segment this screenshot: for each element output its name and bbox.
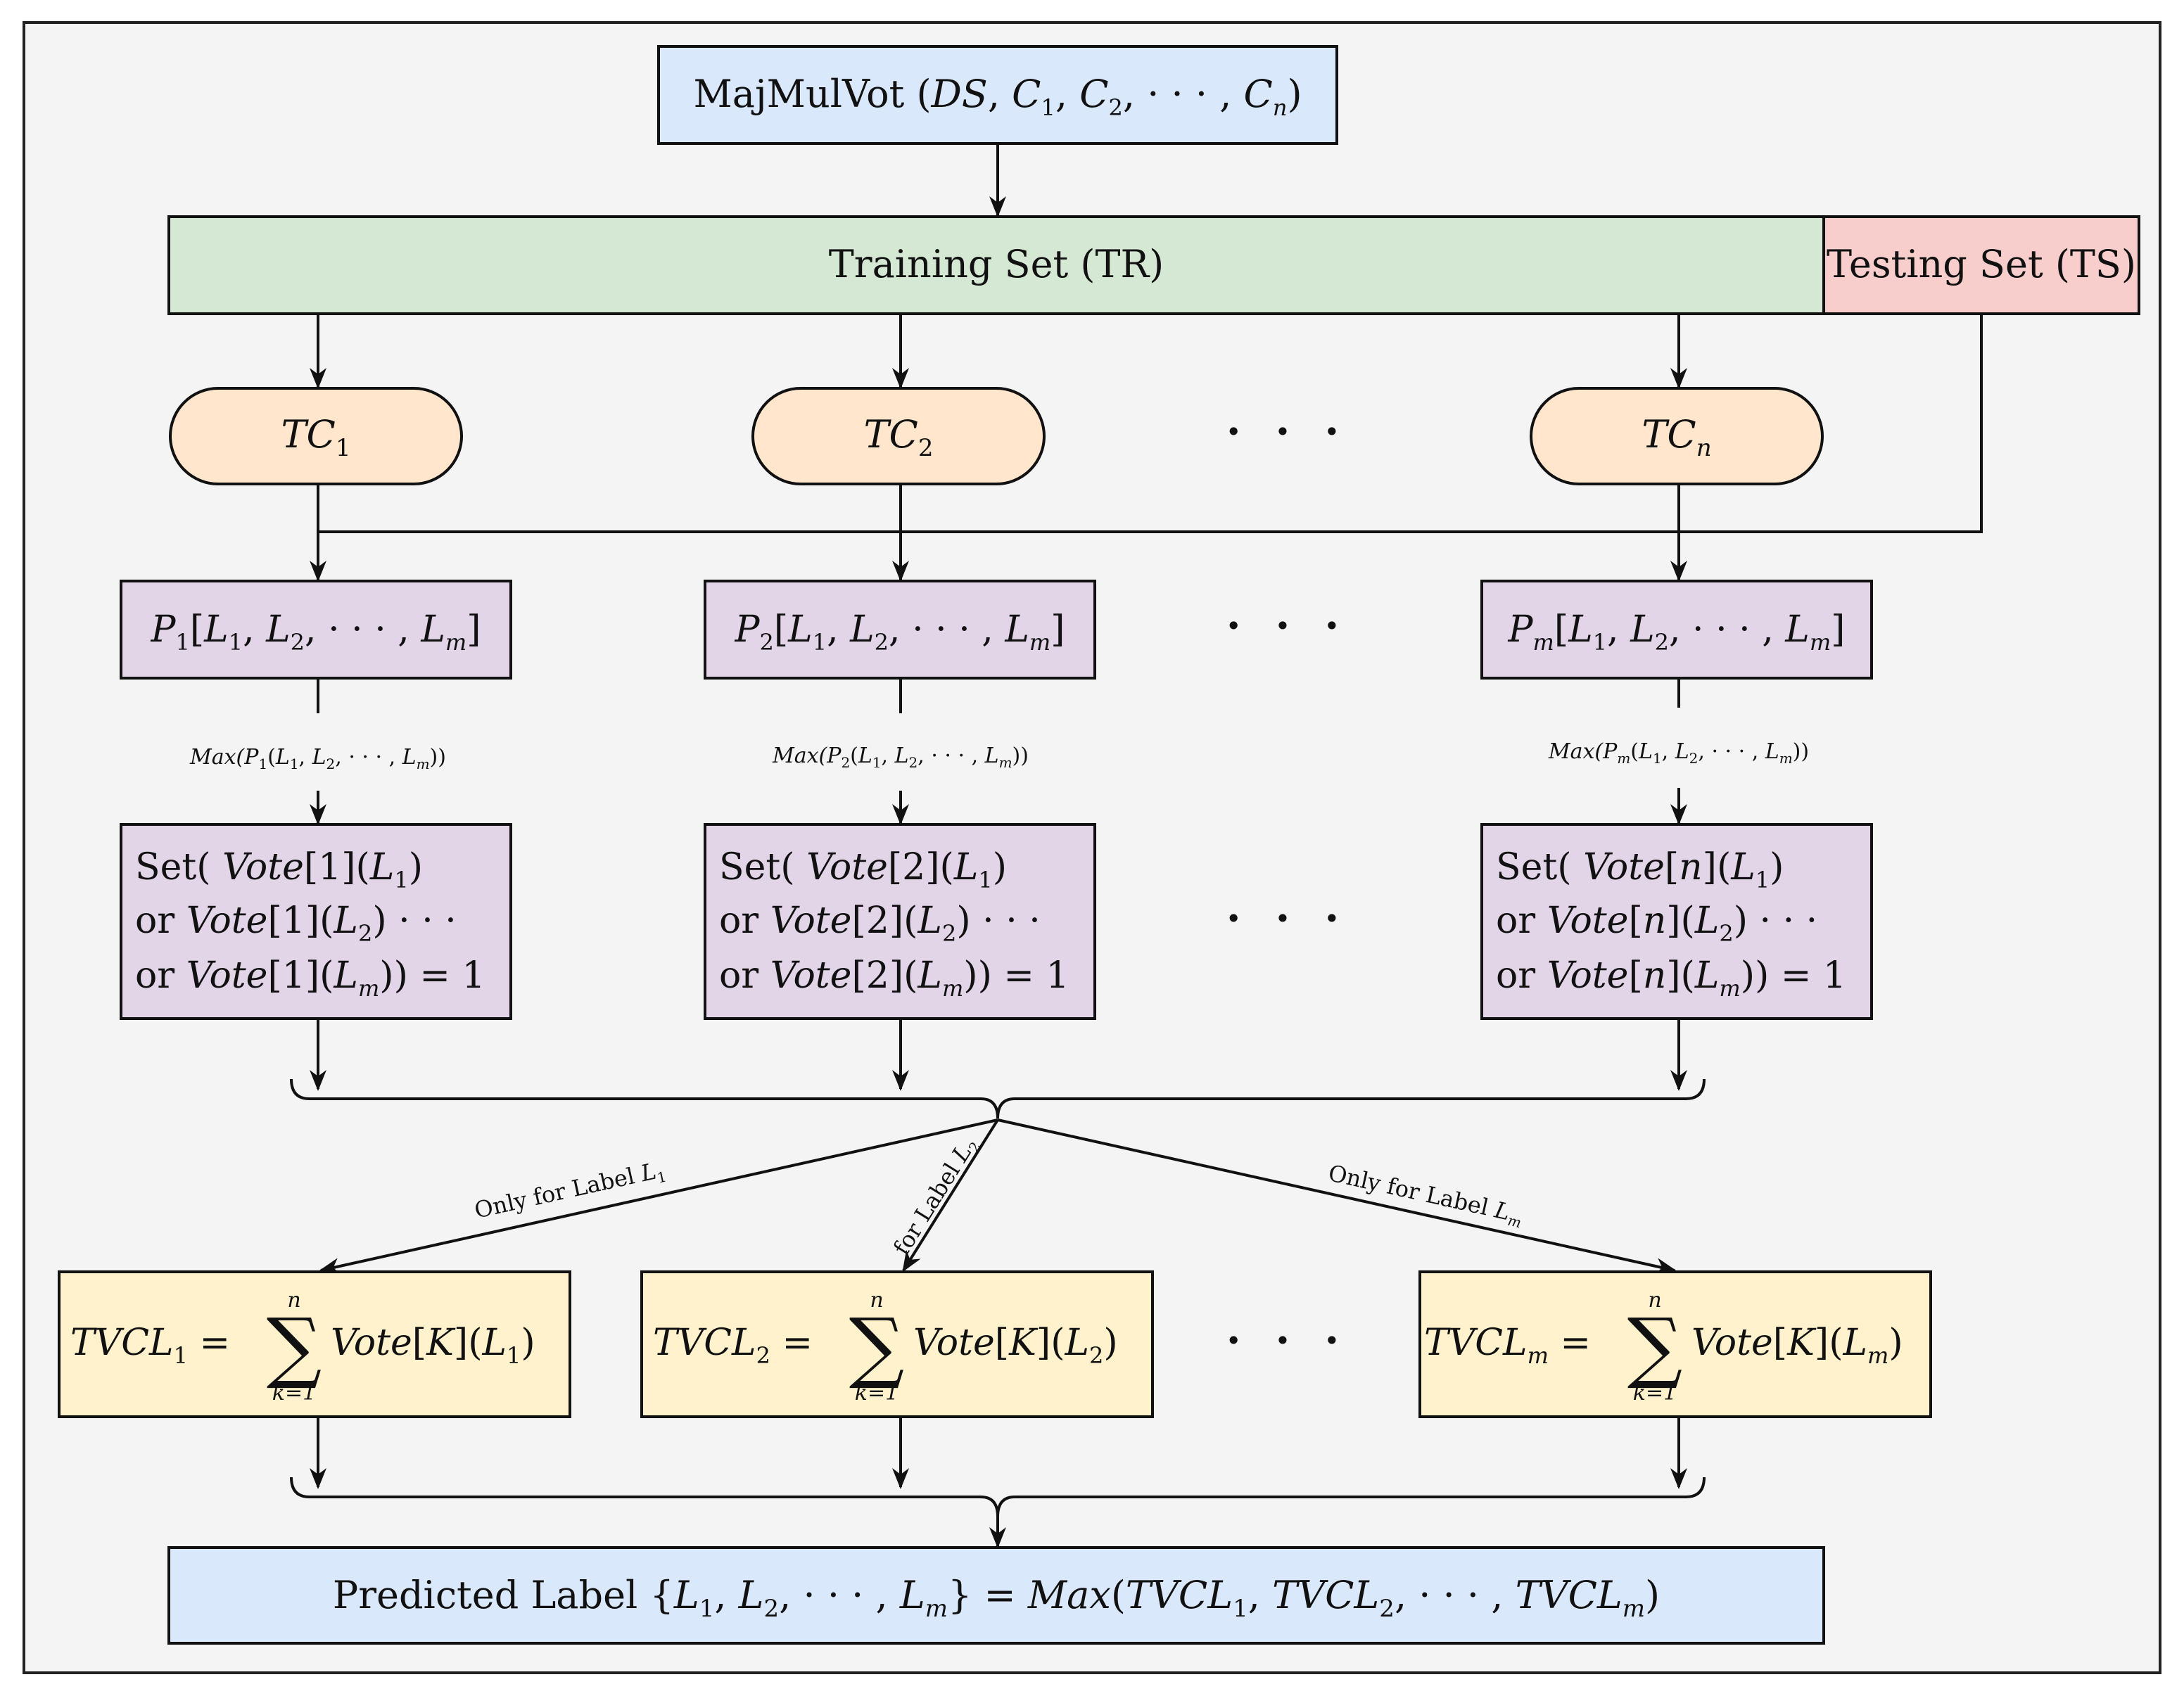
vote-ellipsis: · · · [1226, 894, 1349, 943]
tvcl-m-lhs: TVCLm = [1424, 1322, 1591, 1369]
testing-set-route [318, 314, 1983, 533]
tvcl-2-sigma: ∑ [849, 1301, 905, 1391]
vote-2-line2: or Vote[2](L2) · · · [719, 900, 1041, 947]
tvcl-1-sigma: ∑ [267, 1301, 322, 1391]
prediction-pm: Pm[L1, L2, · · · , Lm] [1480, 580, 1873, 680]
max-label-2: Max(P2(L1, L2, · · · , Lm)) [772, 744, 1029, 771]
result-label: Predicted Label {L1, L2, · · · , Lm} = M… [333, 1573, 1660, 1623]
vote-box-n: Set( Vote[n](L1) or Vote[n](L2) · · · or… [1480, 823, 1873, 1020]
prediction-p2-label: P2[L1, L2, · · · , Lm] [735, 608, 1065, 656]
tvcl-m-sigma: ∑ [1627, 1301, 1683, 1391]
training-set-box [167, 215, 1825, 315]
prediction-p1: P1[L1, L2, · · · , Lm] [120, 580, 512, 680]
prediction-p1-label: P1[L1, L2, · · · , Lm] [151, 608, 481, 656]
tvcl-1-rhs: Vote[K](L1) [331, 1322, 535, 1369]
arrow-to-tvclm [997, 1118, 1677, 1275]
classifier-tc2: TC2 [751, 387, 1046, 485]
testing-set-box [1822, 215, 2140, 315]
tvcl-m-sum-top: n [1648, 1288, 1661, 1313]
prediction-p2: P2[L1, L2, · · · , Lm] [704, 580, 1096, 680]
dataset-bar: Training Set (TR) Testing Set (TS) [167, 215, 2140, 315]
max-label-1: Max(P1(L1, L2, · · · , Lm)) [189, 745, 446, 772]
classifier-ellipsis: · · · [1226, 407, 1349, 457]
tvcl-box-2: TVCL2 = ∑ n k=1 Vote[K](L2) [640, 1270, 1154, 1418]
arrow-to-tvcl1 [319, 1118, 998, 1275]
tvcl-box-m: TVCLm = ∑ n k=1 Vote[K](Lm) [1418, 1270, 1932, 1418]
classifier-tc1: TC1 [169, 387, 463, 485]
collect-brace-1 [290, 1078, 1706, 1119]
classifier-tc2-label: TC2 [864, 412, 934, 462]
vote-1-line3: or Vote[1](Lm)) = 1 [135, 955, 485, 1002]
prediction-ellipsis: · · · [1226, 601, 1349, 651]
arrow-to-tvcl2 [902, 1118, 999, 1273]
vote-n-line2: or Vote[n](L2) · · · [1496, 900, 1817, 947]
training-set-label: Training Set (TR) [829, 242, 1164, 286]
tvcl-m-rhs: Vote[K](Lm) [1691, 1322, 1903, 1369]
vote-2-line3: or Vote[2](Lm)) = 1 [719, 955, 1069, 1002]
tvcl-2-rhs: Vote[K](L2) [913, 1322, 1118, 1369]
tvcl-m-sum-bottom: k=1 [1633, 1381, 1677, 1405]
vote-2-line1: Set( Vote[2](L1) [719, 846, 1007, 893]
tvcl-1-sum-bottom: k=1 [272, 1381, 316, 1405]
majmulvot-box: MajMulVot (DS, C1, C2, · · · , Cn) [657, 45, 1338, 145]
tvcl-ellipsis: · · · [1226, 1316, 1349, 1365]
result-box: Predicted Label {L1, L2, · · · , Lm} = M… [167, 1546, 1825, 1645]
vote-1-line1: Set( Vote[1](L1) [135, 846, 423, 893]
vote-n-line3: or Vote[n](Lm)) = 1 [1496, 955, 1846, 1002]
tvcl-2-sum-bottom: k=1 [855, 1381, 899, 1405]
vote-n-line1: Set( Vote[n](L1) [1496, 846, 1784, 893]
vote-1-line2: or Vote[1](L2) · · · [135, 900, 457, 947]
majmulvot-title: MajMulVot (DS, C1, C2, · · · , Cn) [693, 72, 1302, 121]
majmulvot-name: MajMulVot [693, 72, 904, 116]
tvcl-1-lhs: TVCL1 = [70, 1322, 230, 1369]
vote-box-1: Set( Vote[1](L1) or Vote[1](L2) · · · or… [120, 823, 512, 1020]
tvcl-1-sum-top: n [287, 1288, 300, 1313]
prediction-pm-label: Pm[L1, L2, · · · , Lm] [1508, 608, 1846, 656]
classifier-tcn: TCn [1530, 387, 1824, 485]
vote-box-2: Set( Vote[2](L1) or Vote[2](L2) · · · or… [704, 823, 1096, 1020]
testing-set-label: Testing Set (TS) [1827, 242, 2136, 286]
tvcl-2-sum-top: n [870, 1288, 883, 1313]
tvcl-2-lhs: TVCL2 = [653, 1322, 813, 1369]
max-label-m: Max(Pm(L1, L2, · · · , Lm)) [1548, 739, 1809, 767]
tvcl-box-1: TVCL1 = ∑ n k=1 Vote[K](L1) [58, 1270, 571, 1418]
